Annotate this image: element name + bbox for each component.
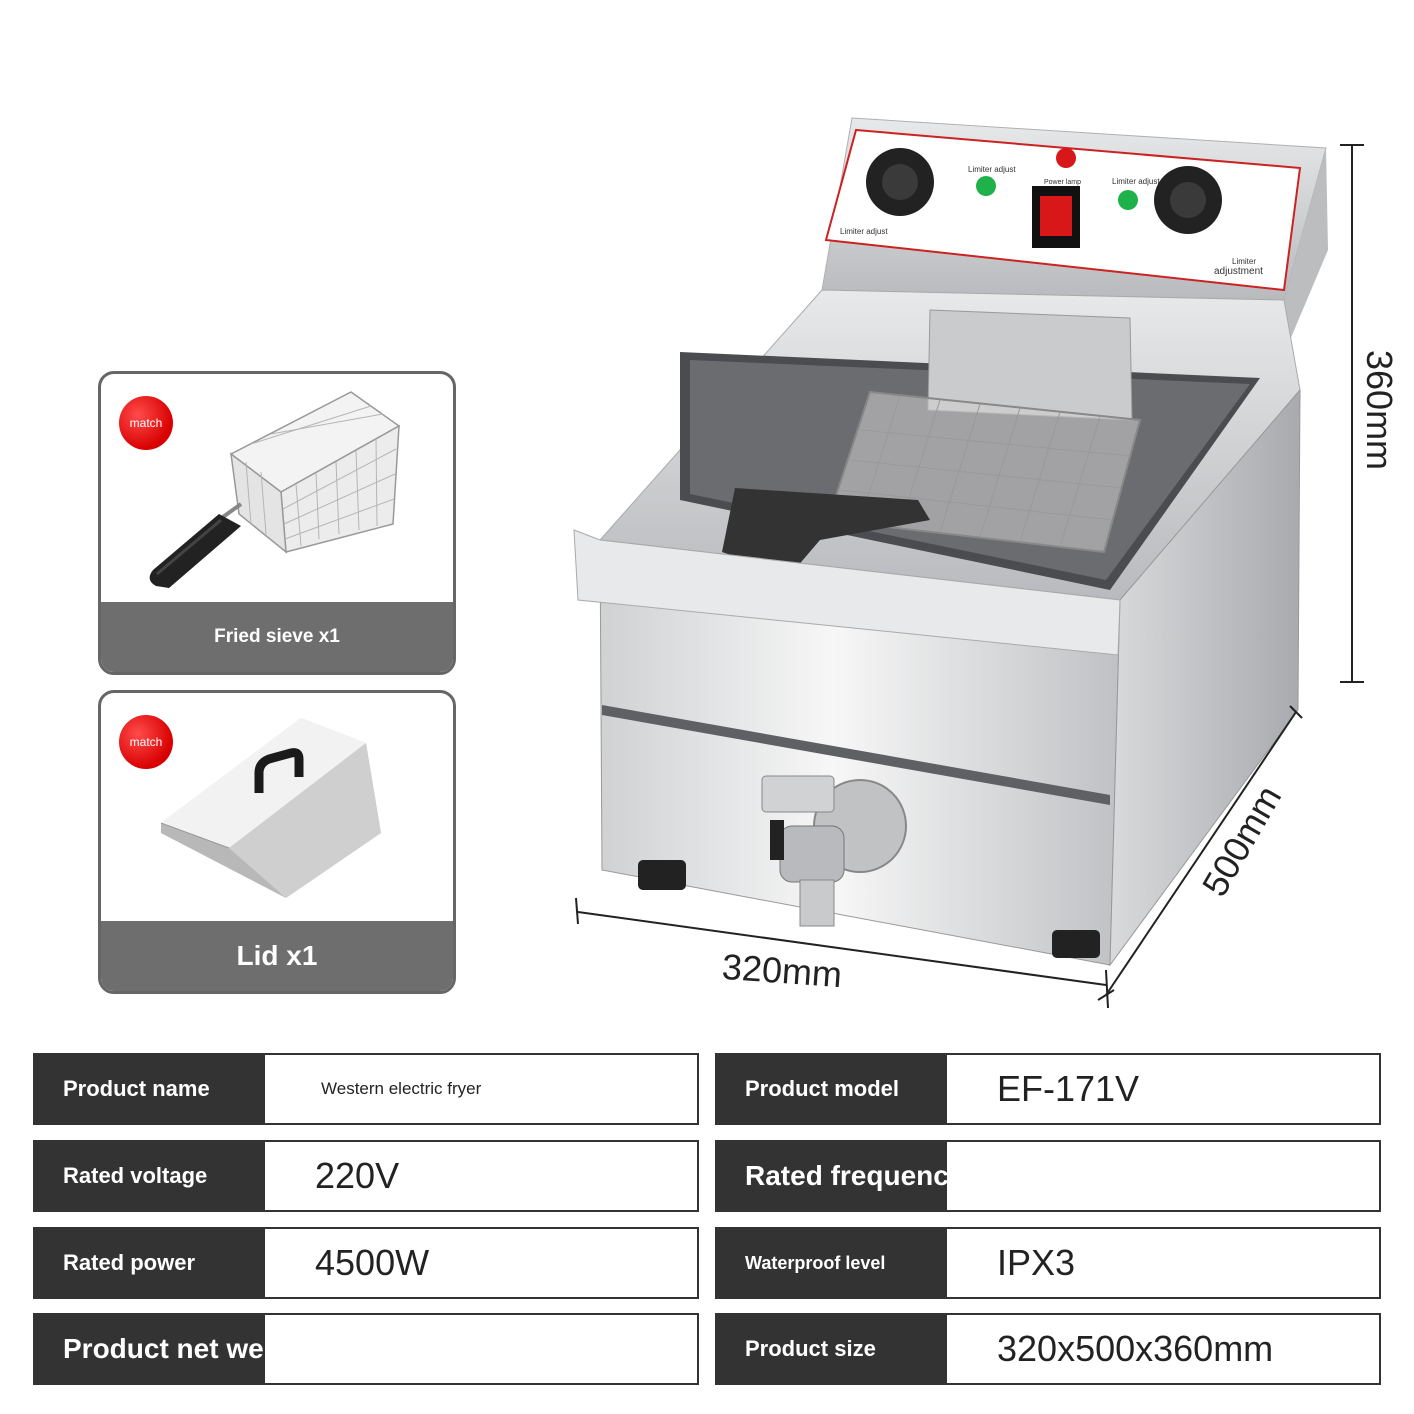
spec-value: 220V (263, 1140, 699, 1212)
spec-row-rated-power: Rated power 4500W (33, 1227, 699, 1299)
spec-label: Rated voltage (33, 1140, 263, 1212)
spec-value: 4500W (263, 1227, 699, 1299)
fry-basket-icon (101, 374, 453, 606)
accessory-caption: Fried sieve x1 (101, 602, 453, 672)
spec-row-net-weight: Product net weight 7.85KG (33, 1313, 699, 1385)
spec-value: Western electric fryer (263, 1053, 699, 1125)
spec-row-product-size: Product size 320x500x360mm (715, 1313, 1381, 1385)
match-badge: match (119, 396, 173, 450)
spec-label: Waterproof level (715, 1227, 945, 1299)
spec-row-waterproof-level: Waterproof level IPX3 (715, 1227, 1381, 1299)
spec-label: Product size (715, 1313, 945, 1385)
accessory-card-sieve: match Fried sieve x1 (98, 371, 456, 675)
spec-value: IPX3 (945, 1227, 1381, 1299)
spec-value: 320x500x360mm (945, 1313, 1381, 1385)
spec-label: Product net weight 7.85KG (33, 1313, 453, 1385)
spec-label: Rated frequency 50Hz (715, 1140, 1135, 1212)
fryer-illustration: Limiter adjust Power lamp Limiter adjust… (573, 117, 1364, 1009)
match-badge: match (119, 715, 173, 769)
lid-icon (101, 693, 453, 925)
spec-row-product-model: Product model EF-171V (715, 1053, 1381, 1125)
panel-label-right-bottom: adjustment (1214, 266, 1263, 277)
width-dimension: 320mm (720, 945, 844, 996)
panel-label-left-lamp: Limiter adjust (968, 165, 1016, 174)
spec-row-rated-frequency: Rated frequency 50Hz (715, 1140, 1381, 1212)
height-dimension: 360mm (1359, 350, 1400, 471)
panel-label-power: Power lamp (1044, 179, 1081, 186)
spec-row-rated-voltage: Rated voltage 220V (33, 1140, 699, 1212)
panel-label-left: Limiter adjust (840, 227, 888, 236)
accessory-caption: Lid x1 (101, 921, 453, 991)
panel-label-right-lamp: Limiter adjust (1112, 177, 1160, 186)
accessory-card-lid: match Lid x1 (98, 690, 456, 994)
panel-label-right-top: Limiter (1232, 257, 1256, 266)
spec-value: EF-171V (945, 1053, 1381, 1125)
spec-label: Product name (33, 1053, 263, 1125)
spec-label: Product model (715, 1053, 945, 1125)
spec-row-product-name: Product name Western electric fryer (33, 1053, 699, 1125)
spec-label: Rated power (33, 1227, 263, 1299)
